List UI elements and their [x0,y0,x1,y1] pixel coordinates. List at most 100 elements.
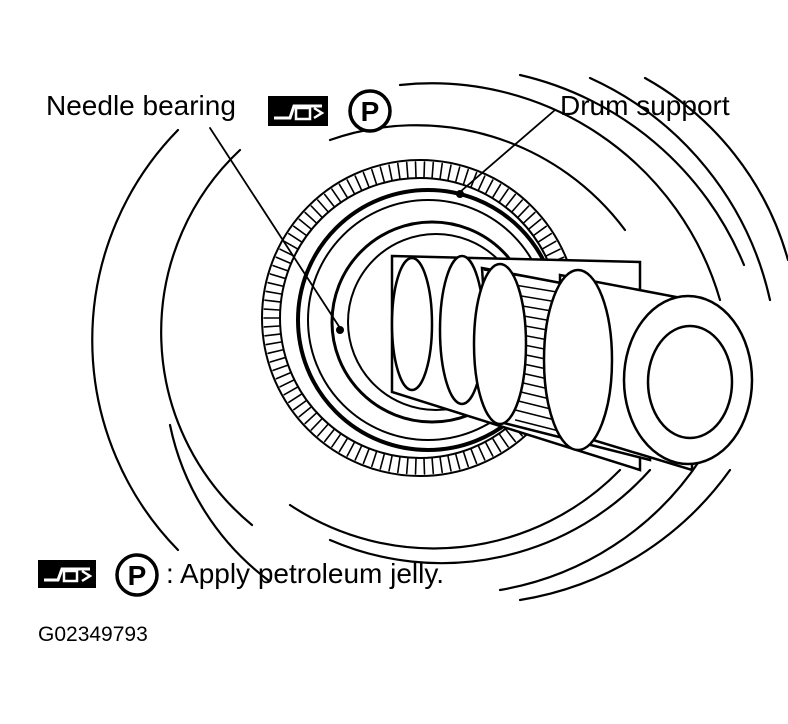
drum-support-label: Drum support [560,90,730,121]
roller-tick [405,161,409,179]
roller-tick [292,225,307,236]
leader-lines [209,109,556,329]
roller-tick [505,193,517,208]
roller-tick [323,428,335,443]
circled-p-icon: P [115,553,159,597]
roller-tick [354,445,363,461]
roller-tick [265,341,282,346]
roller-tick [279,248,295,257]
roller-tick [304,412,317,425]
roller-tick [316,199,329,213]
roller-tick [283,240,299,250]
roller-tick [396,456,401,474]
roller-tick [498,188,509,203]
needle-bearing-label: Needle bearing [46,90,236,121]
outer-arc [328,468,652,565]
roller-tick [304,211,317,224]
roller-tick [491,437,502,453]
roller-tick [310,418,323,431]
needle-bearing-leader-dot [336,326,344,334]
circled-p-icon: P [348,89,392,133]
roller-tick [484,179,494,195]
roller-tick [346,179,356,195]
outer-arc [288,468,622,550]
roller-tick [477,175,486,191]
grease-applicator-icon [268,96,328,126]
roller-tick [431,457,435,475]
roller-tick [362,448,370,465]
roller-tick [462,168,470,185]
roller-tick [379,166,386,183]
roller-tick [267,281,284,287]
outer-arc [643,76,788,262]
roller-tick [484,441,494,457]
roller-tick [323,193,335,208]
input-shaft [390,254,754,472]
svg-text:P: P [361,96,380,127]
roller-tick [370,168,378,185]
roller-tick [533,225,548,236]
roller-tick [362,171,370,188]
roller-tick [287,393,303,404]
drum-support-leader-dot [456,190,464,198]
roller-tick [491,183,502,199]
roller-tick [439,456,444,474]
roller-tick [316,423,329,437]
roller-tick [287,232,303,243]
roller-tick [454,453,461,470]
roller-tick [279,379,295,388]
roller-tick [310,205,323,218]
outer-arc [518,73,746,267]
roller-tick [528,218,542,230]
roller-tick [338,183,349,199]
roller-tick [265,290,282,295]
roller-tick [267,349,284,355]
outer-arc [168,423,270,582]
spline-end [472,262,528,426]
roller-tick [331,188,342,203]
roller-tick [477,445,486,461]
roller-tick [272,264,289,272]
roller-tick [388,164,393,181]
roller-tick [264,333,281,337]
roller-tick [523,211,536,224]
svg-text:P: P [128,560,147,591]
roller-tick [498,433,509,448]
roller-tick [454,166,461,183]
roller-tick [263,308,281,311]
roller-tick [388,455,393,472]
roller-tick [447,164,452,181]
outer-arc [498,458,702,592]
roller-tick [331,433,342,448]
roller-tick [275,256,291,264]
drum-support-leader [459,109,556,193]
roller-tick [517,205,530,218]
roller-tick [414,161,417,178]
roller-tick [505,428,517,443]
roller-tick [470,448,478,465]
roller-tick [354,175,363,191]
roller-tick [272,364,289,372]
roller-tick [338,437,349,453]
roller-tick [541,240,557,250]
needle-bearing-leader [209,127,341,329]
roller-tick [431,161,435,179]
roller-tick [423,161,426,178]
roller-tick [537,232,553,243]
grease-applicator-icon [38,560,96,588]
roller-tick [396,162,401,180]
roller-tick [405,457,409,475]
roller-tick [269,273,286,280]
roller-tick [298,218,312,230]
roller-tick [298,406,312,418]
outer-arc [91,128,180,552]
collar-face [542,268,614,452]
roller-tick [379,453,386,470]
shaft-step-1 [390,256,434,392]
roller-tick [292,400,307,411]
roller-tick [545,248,561,257]
shaft-end-bore [646,324,734,440]
roller-tick [263,325,281,328]
